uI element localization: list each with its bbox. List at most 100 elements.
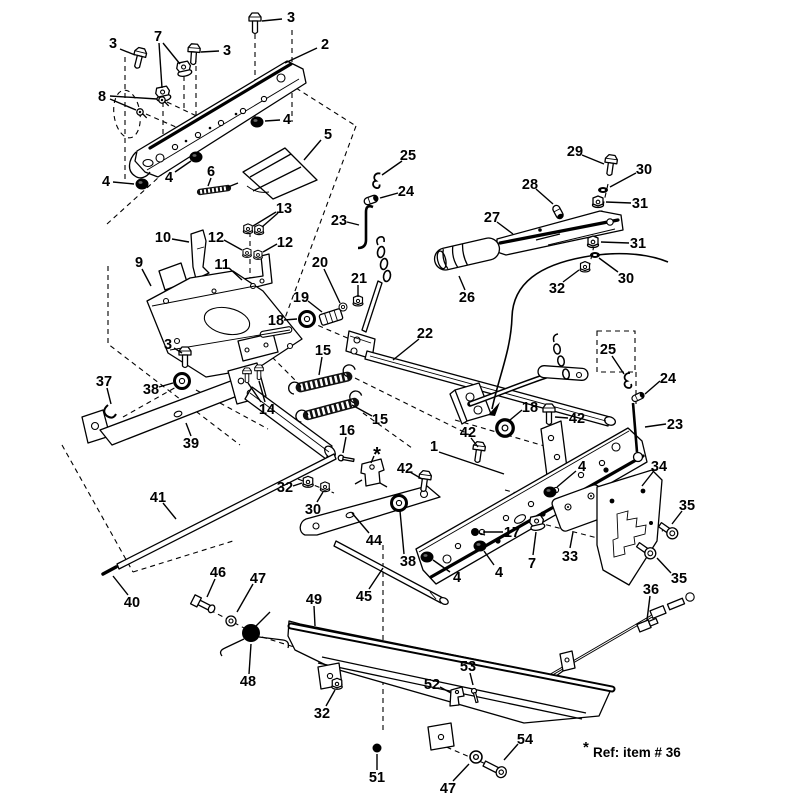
leader-line xyxy=(206,578,216,598)
washer-47a-icon xyxy=(225,615,237,627)
part-label-44: 44 xyxy=(366,533,382,549)
leader-line xyxy=(264,119,281,122)
part-label-32: 32 xyxy=(314,706,330,722)
part-label-23: 23 xyxy=(331,213,347,229)
nut-30a-icon xyxy=(319,481,331,493)
leader-line xyxy=(409,471,423,480)
part-54-bolt xyxy=(482,760,507,779)
footnote: * Ref: item # 36 xyxy=(583,739,681,760)
pin-24a-icon xyxy=(362,193,380,207)
part-label-26: 26 xyxy=(459,290,475,306)
nut-32d-icon xyxy=(331,677,343,690)
leader-line xyxy=(158,382,174,388)
footnote-asterisk: * xyxy=(583,739,589,756)
leader-line xyxy=(458,275,466,291)
part-label-37: 37 xyxy=(96,374,112,390)
leader-line xyxy=(292,482,303,487)
part-label-31: 31 xyxy=(632,196,648,212)
leader-line xyxy=(262,243,278,253)
part-label-35: 35 xyxy=(671,571,687,587)
part-46-shoulder-bolt xyxy=(189,594,216,614)
part-39-lift-arm xyxy=(81,362,336,460)
part-label-16: 16 xyxy=(339,423,355,439)
leader-line xyxy=(562,269,580,283)
part-label-51: 51 xyxy=(369,770,385,786)
part-label-3: 3 xyxy=(223,43,231,59)
part-10-bracket xyxy=(190,229,210,280)
part-label-11: 11 xyxy=(214,257,229,273)
leader-line xyxy=(109,98,137,111)
part-label-30: 30 xyxy=(636,162,652,178)
leader-line xyxy=(671,510,683,525)
part-label-52: 52 xyxy=(424,677,440,693)
bolt-3c-icon xyxy=(186,42,202,66)
leader-line xyxy=(605,201,632,204)
part-label-47: 47 xyxy=(250,571,266,587)
leader-line xyxy=(119,48,136,56)
part-label-24: 24 xyxy=(398,184,414,200)
leader-line xyxy=(307,300,323,313)
nut-31a-icon xyxy=(591,195,605,209)
part-label-24: 24 xyxy=(660,371,676,387)
part-41-long-rod xyxy=(116,453,337,570)
part-label-15: 15 xyxy=(315,343,331,359)
leader-line xyxy=(325,689,336,707)
leader-line xyxy=(483,550,495,566)
leader-line xyxy=(611,355,625,375)
leader-line xyxy=(236,583,254,613)
part-label-10: 10 xyxy=(155,230,171,246)
part-6-small-spring xyxy=(196,182,239,196)
part-45-link-rod xyxy=(333,540,449,606)
leader-line xyxy=(399,510,405,555)
leader-line xyxy=(646,595,651,621)
part-label-42: 42 xyxy=(397,461,413,477)
part-23-rod-right xyxy=(631,402,644,463)
clip-25a-icon xyxy=(371,171,383,190)
part-label-4: 4 xyxy=(165,170,173,186)
leader-line xyxy=(112,575,129,596)
part-label-18: 18 xyxy=(268,313,284,329)
leader-line xyxy=(284,47,318,64)
part-label-39: 39 xyxy=(183,436,199,452)
part-label-17: 17 xyxy=(504,525,520,541)
part-label-6: 6 xyxy=(207,164,215,180)
part-label-54: 54 xyxy=(517,732,533,748)
bolt-3a-icon xyxy=(248,12,262,35)
part-13-chain-upper xyxy=(345,236,392,360)
leader-line xyxy=(112,181,135,185)
part-star-cable-clamp xyxy=(354,458,388,488)
part-label-41: 41 xyxy=(150,490,166,506)
part-label-25: 25 xyxy=(600,342,616,358)
part-label-21: 21 xyxy=(351,271,367,287)
pin-24b-icon xyxy=(630,390,647,404)
part-17-rivet xyxy=(471,528,486,536)
leader-line xyxy=(258,380,266,403)
part-label-29: 29 xyxy=(567,144,583,160)
leader-line xyxy=(141,268,152,287)
bolt-35a-icon xyxy=(656,519,681,542)
part-label-22: 22 xyxy=(417,326,433,342)
leader-line xyxy=(318,356,323,376)
pin-28-icon xyxy=(550,203,566,221)
part-label-49: 49 xyxy=(306,592,322,608)
part-label-20: 20 xyxy=(312,255,328,271)
leader-line xyxy=(641,471,654,487)
part-label-7: 7 xyxy=(154,29,162,45)
part-label-4: 4 xyxy=(453,570,461,586)
part-label-40: 40 xyxy=(124,595,140,611)
part-label-38: 38 xyxy=(400,554,416,570)
part-label-30: 30 xyxy=(305,502,321,518)
screw-16-icon xyxy=(337,454,355,464)
part-label-4: 4 xyxy=(495,565,503,581)
leader-line xyxy=(247,382,262,403)
leader-line xyxy=(452,763,470,782)
leader-line xyxy=(200,50,220,53)
leader-line xyxy=(248,643,252,675)
leader-line xyxy=(316,491,324,503)
leader-line xyxy=(228,267,243,281)
part-label-12: 12 xyxy=(208,230,224,246)
leader-line xyxy=(503,743,519,761)
nut-4c-icon xyxy=(135,178,149,190)
nut-4e-icon xyxy=(473,540,487,552)
